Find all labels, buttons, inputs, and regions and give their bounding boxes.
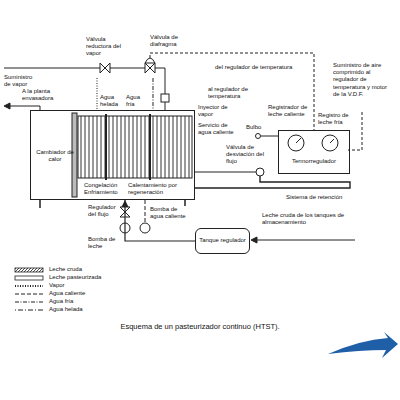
part-label: Agua fría — [126, 94, 148, 108]
legend-label: Agua caliente — [49, 290, 85, 297]
part-label: del regulador de temperatura — [215, 64, 292, 71]
part-label: Válvula de diafragma — [150, 34, 190, 48]
thermoregulator-panel: Termorregulador — [278, 130, 350, 174]
legend: Leche crudaLeche pasteurizadaVaporAgua c… — [14, 266, 101, 314]
legend-row: Vapor — [14, 282, 101, 290]
node-label: Termorregulador — [279, 158, 349, 165]
dial-needles — [296, 138, 334, 143]
legend-sample — [14, 275, 44, 281]
part-label: Regulador del flujo — [88, 204, 118, 218]
holding-tube — [195, 176, 350, 188]
steam-injector — [161, 94, 169, 102]
legend-row: Leche pasteurizada — [14, 274, 101, 282]
part-label: Sistema de retención — [286, 194, 342, 201]
part-label: Suministro de aire comprimido al regulad… — [333, 62, 395, 98]
figure-caption: Esquema de un pasteurizador continuo (HT… — [0, 322, 400, 331]
steam-pipe — [4, 68, 165, 110]
part-label: Registrador de leche caliente — [268, 104, 310, 118]
part-label: Agua helada — [100, 94, 124, 108]
legend-row: Agua fría — [14, 298, 101, 306]
part-label: Calentamiento por regeneración — [128, 182, 188, 196]
part-label: Válvula reductora del vapor — [86, 36, 124, 58]
legend-row: Leche cruda — [14, 266, 101, 274]
milk-line-connector — [125, 200, 195, 241]
raw-milk-pipe — [256, 240, 355, 241]
part-label: Suministro de vapor — [4, 74, 40, 88]
legend-sample — [14, 291, 44, 297]
cold-water-pipe — [153, 78, 154, 110]
legend-label: Leche pasteurizada — [49, 274, 101, 281]
filler-outlet-arrow — [4, 103, 10, 109]
legend-line-sample — [15, 268, 43, 272]
flow-diversion-valve — [256, 168, 264, 176]
slide-decoration — [328, 332, 398, 358]
hot-water-pipe — [145, 200, 146, 223]
legend-line-sample — [15, 309, 43, 310]
part-label: al regulador de temperatura — [208, 86, 260, 100]
hot-water-pump — [140, 223, 150, 233]
legend-row: Agua helada — [14, 306, 101, 314]
legend-line-sample — [15, 285, 43, 287]
part-label: Válvula de desviación del flujo — [226, 144, 274, 166]
part-label: Servicio de agua caliente — [198, 122, 242, 136]
section-divider — [106, 114, 150, 180]
plate-pack — [78, 116, 192, 178]
legend-line-sample — [15, 276, 43, 280]
chilled-water-pipe — [97, 78, 98, 110]
node-label: Cambiador de calor — [35, 149, 75, 163]
part-label: Inyector de vapor — [198, 104, 230, 118]
reducing-valve — [100, 63, 110, 73]
diaphragm-dome — [145, 58, 155, 63]
legend-label: Agua helada — [49, 306, 83, 313]
legend-line-sample — [15, 293, 43, 294]
diaphragm-valve — [145, 63, 155, 73]
legend-sample — [14, 283, 44, 289]
legend-label: Agua fría — [49, 298, 73, 305]
legend-line-sample — [15, 301, 43, 302]
temperature-bulb — [256, 134, 261, 139]
part-label: Bulbo — [246, 124, 261, 131]
raw-milk-arrow — [251, 237, 257, 243]
part-label: Bomba de leche — [88, 236, 118, 250]
balance-tank: Tanque regulador — [195, 228, 250, 254]
legend-label: Leche cruda — [49, 266, 82, 273]
legend-sample — [14, 267, 44, 273]
part-label: Congelación Enfriamiento — [84, 182, 124, 196]
node-label: Tanque regulador — [199, 237, 246, 244]
part-label: Bomba de agua caliente — [150, 206, 192, 220]
part-label: A la planta envasadora — [22, 88, 72, 102]
legend-sample — [14, 307, 44, 313]
diverted-milk-pipe — [195, 172, 256, 173]
legend-label: Vapor — [49, 282, 65, 289]
bulb-capillary — [261, 136, 278, 137]
part-label: Leche cruda de los tanques de almacenami… — [262, 212, 352, 226]
legend-row: Agua caliente — [14, 290, 101, 298]
legend-sample — [14, 299, 44, 305]
part-label: Registro de leche fría — [318, 112, 358, 126]
